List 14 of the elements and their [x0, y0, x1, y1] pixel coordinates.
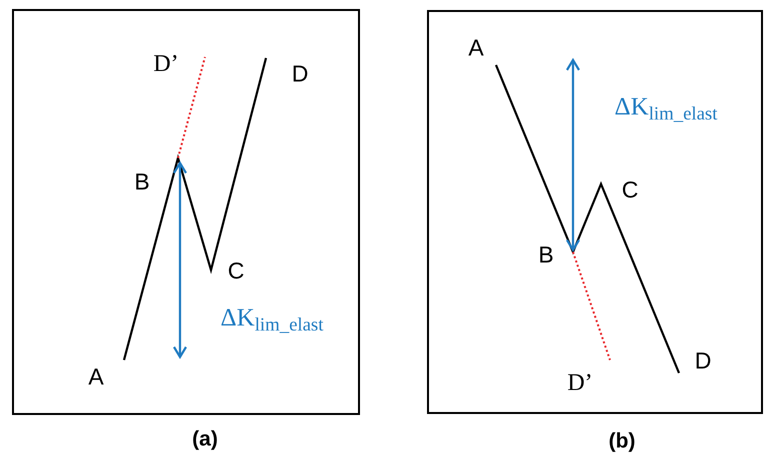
point-label: D [292, 62, 308, 86]
point-label: B [134, 170, 150, 194]
panel-caption: (a) [192, 426, 218, 452]
point-label: A [468, 36, 484, 60]
point-label: C [228, 260, 244, 282]
quantity-label: ΔK$_{lim_elast}$ [614, 94, 718, 120]
point-label: B [538, 244, 554, 266]
point-label: D’ [153, 52, 179, 76]
panel-caption: (b) [608, 428, 636, 454]
point-label: A [88, 366, 104, 388]
quantity-label: ΔK$_{lim_elast}$ [220, 306, 324, 330]
point-label: C [622, 178, 638, 202]
point-label: D [694, 350, 712, 372]
point-label: D’ [567, 371, 593, 395]
